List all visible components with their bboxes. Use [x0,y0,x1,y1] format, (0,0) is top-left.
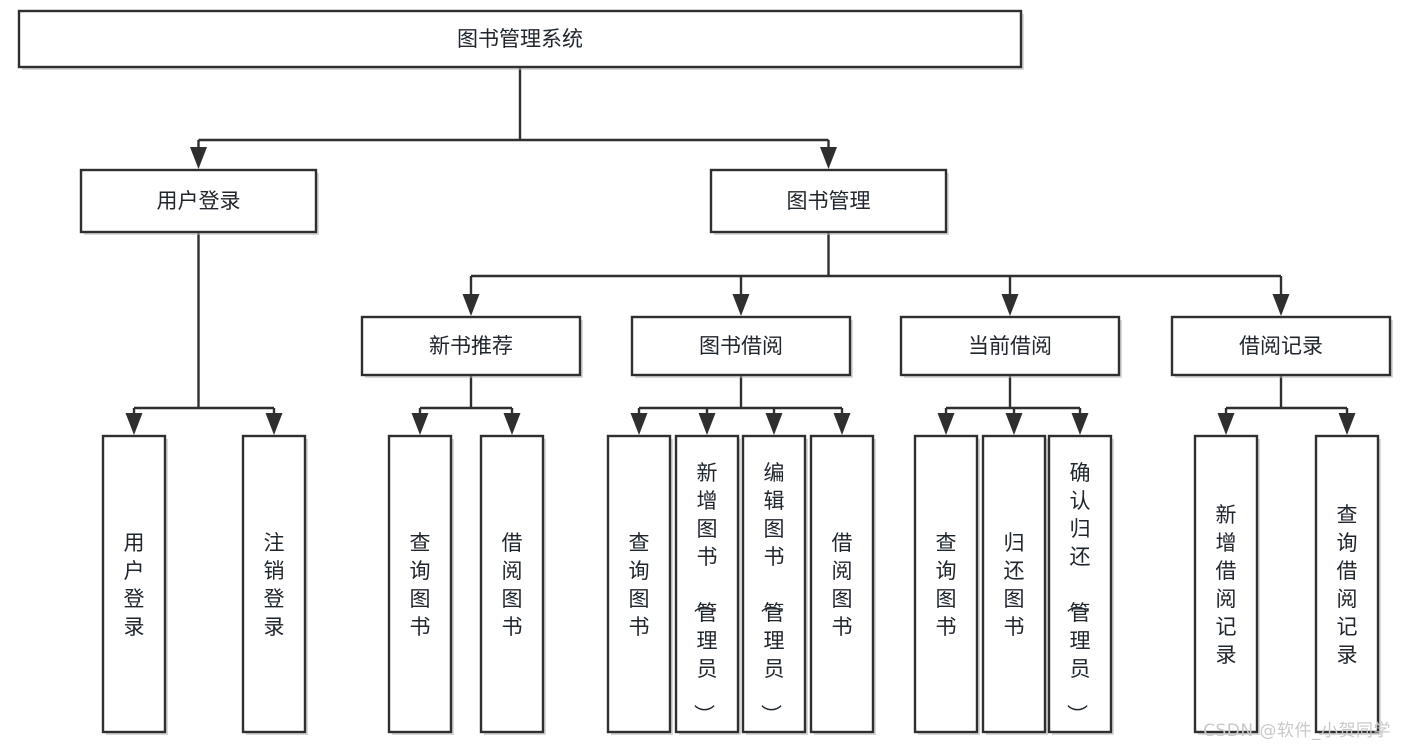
connector-group-book-borrow [630,375,851,435]
node-leaf-query-book-rec[interactable]: 查询图书 [387,434,454,735]
node-leaf-query-record[interactable]: 查询借阅记录 [1314,434,1381,735]
node-box[interactable] [1170,315,1392,377]
node-current-borrow[interactable]: 当前借阅 [899,315,1122,378]
node-leaf-add-record[interactable]: 新增借阅记录 [1193,434,1260,735]
node-label: 查询图书 [936,531,957,639]
node-box[interactable] [360,315,582,377]
connector-group-current-borrow [937,375,1089,435]
connector-group-borrow-record [1217,375,1356,435]
node-box[interactable] [606,434,672,734]
node-book-borrow[interactable]: 图书借阅 [630,315,853,378]
node-box[interactable] [1314,434,1380,734]
node-box[interactable] [479,434,545,734]
node-label: 新增借阅记录 [1216,503,1237,667]
node-label: 归还图书 [1004,531,1025,639]
node-box[interactable] [241,434,307,734]
node-box[interactable] [899,315,1121,377]
node-box[interactable] [981,434,1047,734]
node-leaf-return-book[interactable]: 归还图书 [981,434,1048,735]
node-new-book-rec[interactable]: 新书推荐 [360,315,583,378]
node-label: 注销登录 [264,531,285,639]
node-box[interactable] [809,434,875,734]
node-box[interactable] [1047,434,1113,734]
node-leaf-edit-book[interactable]: 编辑图书（管理员） [741,434,808,735]
node-label: 图书管理系统 [457,27,583,51]
node-box[interactable] [387,434,453,734]
node-label: 用户登录 [124,531,145,639]
node-label: 借阅图书 [502,531,523,639]
node-leaf-borrow-book[interactable]: 借阅图书 [809,434,876,735]
node-label: 当前借阅 [968,334,1052,358]
node-box[interactable] [674,434,740,734]
connectors-layer [125,67,1356,435]
node-leaf-user-logout[interactable]: 注销登录 [241,434,308,735]
connector-group-user-login [125,232,283,435]
node-borrow-record[interactable]: 借阅记录 [1170,315,1393,378]
node-root[interactable]: 图书管理系统 [17,9,1024,70]
node-box[interactable] [101,434,167,734]
node-leaf-confirm-return[interactable]: 确认归还（管理员） [1047,434,1114,735]
connector-group-book-manage [462,232,1290,316]
node-leaf-query-book-borrow[interactable]: 查询图书 [606,434,673,735]
csdn-watermark: CSDN @软件_小贺同学 [1203,721,1391,741]
node-label: 查询图书 [629,531,650,639]
node-label: 借阅记录 [1239,334,1323,358]
node-box[interactable] [709,168,948,234]
node-leaf-borrow-book-rec[interactable]: 借阅图书 [479,434,546,735]
node-user-login[interactable]: 用户登录 [79,168,319,235]
nodes-layer: 图书管理系统用户登录图书管理新书推荐图书借阅当前借阅借阅记录用户登录注销登录查询… [17,9,1393,735]
node-label: 图书借阅 [699,334,783,358]
connector-group-new-book-rec [411,375,521,435]
node-leaf-user-login[interactable]: 用户登录 [101,434,168,735]
node-label: 借阅图书 [832,531,853,639]
node-box[interactable] [1193,434,1259,734]
node-box[interactable] [741,434,807,734]
node-label: 编辑图书（管理员） [759,461,785,725]
node-label: 用户登录 [157,189,241,213]
node-book-manage[interactable]: 图书管理 [709,168,949,235]
node-label: 新增图书（管理员） [692,461,718,725]
connector-group-root [190,67,837,169]
node-label: 查询借阅记录 [1337,503,1358,667]
node-label: 新书推荐 [429,334,513,358]
node-box[interactable] [79,168,318,234]
node-box[interactable] [630,315,852,377]
node-label: 图书管理 [787,189,871,213]
node-leaf-add-book[interactable]: 新增图书（管理员） [674,434,741,735]
node-leaf-query-book-current[interactable]: 查询图书 [913,434,980,735]
node-label: 查询图书 [410,531,431,639]
node-box[interactable] [17,9,1023,69]
node-label: 确认归还（管理员） [1065,461,1091,725]
node-box[interactable] [913,434,979,734]
